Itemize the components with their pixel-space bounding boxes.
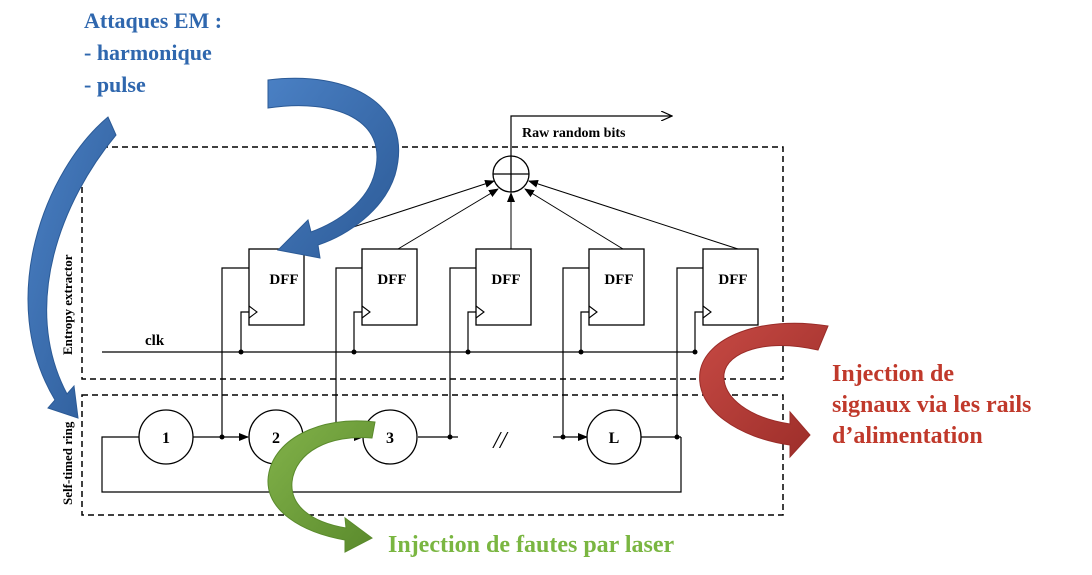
dff-2-data-wire [335,267,362,437]
clk-dot [238,349,244,355]
em-attack-title: Attaques EM : [84,8,222,33]
tap-dot [560,434,566,440]
entropy-extractor-box [81,146,784,380]
entropy-extractor-label: Entropy extractor [60,254,75,355]
dff-4-data-wire [562,267,589,437]
dff-2-label: DFF [377,272,406,288]
ring-stage-1-label: 1 [162,430,170,447]
dff-3-clk-wire [467,311,476,352]
ring-stage-3-label: 3 [386,430,394,447]
clk-dot [351,349,357,355]
dff-4-to-xor [524,188,624,250]
power-rail-injection-arrow [699,322,829,459]
ring-return-wire [101,436,682,493]
dff-1-data-wire [221,267,249,437]
ring-stage-L [586,409,642,465]
self-timed-ring-box [81,394,784,516]
clk-dot [692,349,698,355]
em-attack-harmonic: - harmonique [84,40,212,65]
dff-5-clk-wire [694,311,703,352]
rails-injection-line-2: signaux via les rails [832,392,1031,418]
laser-fault-label: Injection de fautes par laser [388,532,675,558]
dff-1-clk-wire [240,311,249,352]
ring-stage-1 [138,409,194,465]
dff-2: DFF [361,248,418,326]
ring-ellipsis: // [491,428,509,454]
xor-gate [492,155,530,193]
dff-5-to-xor [528,179,739,250]
tap-dot [219,434,225,440]
dff-5-label: DFF [718,272,747,288]
dff-3-label: DFF [491,272,520,288]
clk-label: clk [145,333,165,349]
clk-dot [578,349,584,355]
rails-injection-line-3: d’alimentation [832,423,983,449]
clk-dot [465,349,471,355]
dff-4: DFF [588,248,645,326]
dff-3-data-wire [449,267,476,437]
dff-4-clk-wire [580,311,589,352]
dff-4-label: DFF [604,272,633,288]
ring-stage-2-label: 2 [272,430,280,447]
dff-2-clk-wire [353,311,362,352]
dff-5: DFF [702,248,759,326]
ring-stage-L-label: L [609,430,620,447]
tap-dot [447,434,453,440]
laser-fault-arrow [267,420,376,553]
dff-5-data-wire [676,267,703,437]
rails-injection-line-1: Injection de [832,361,954,387]
em-attack-arrow-left [27,116,117,419]
em-attack-pulse: - pulse [84,72,146,97]
em-attack-arrow-hook [267,77,400,259]
self-timed-ring-label: Self-timed ring [60,421,75,505]
raw-random-bits-label: Raw random bits [522,126,626,141]
tap-dot [674,434,680,440]
dff-2-to-xor [397,188,499,250]
raw-output-wire [510,116,672,156]
dff-3: DFF [475,248,532,326]
dff-1: DFF [248,248,305,326]
dff-1-label: DFF [269,272,298,288]
